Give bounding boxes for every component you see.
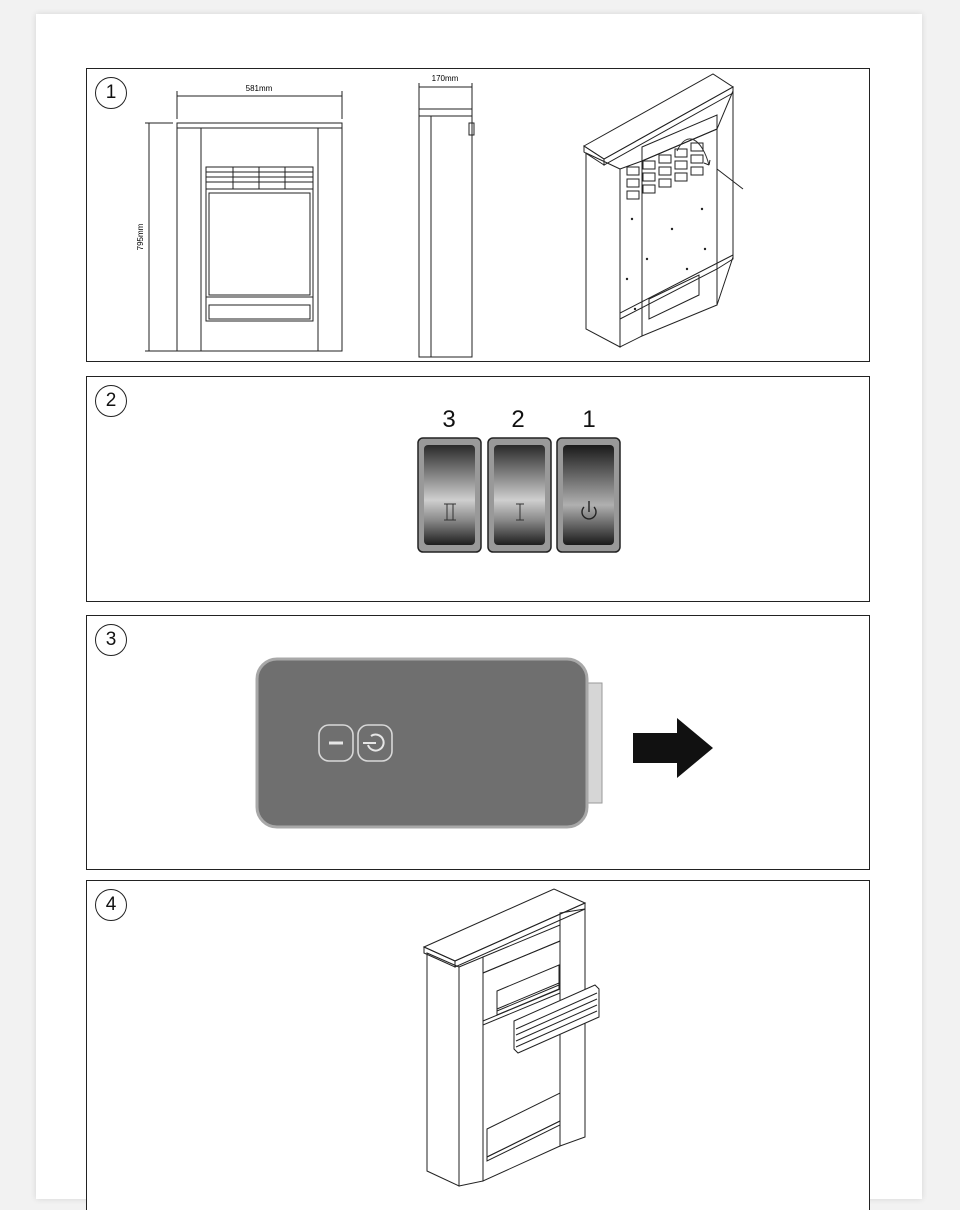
fireplace-grille-fitting-drawing bbox=[422, 888, 600, 1187]
power-icon bbox=[363, 733, 385, 752]
power-icon bbox=[581, 501, 597, 520]
step-3-panel: 3 bbox=[86, 615, 870, 870]
perspective-back-screws bbox=[625, 207, 707, 311]
step-4-panel: 4 bbox=[86, 880, 870, 1210]
remote-control-body bbox=[255, 657, 589, 829]
perspective-back-grille bbox=[626, 142, 704, 200]
minus-button[interactable] bbox=[318, 724, 354, 762]
arrow-right-icon bbox=[633, 718, 713, 778]
switch-2[interactable]: 2 bbox=[487, 406, 552, 553]
perspective-back-drawing bbox=[583, 73, 744, 348]
remote-control-illustration bbox=[255, 657, 713, 829]
fireplace-dimension-drawings: 581mm 170mm 795mm bbox=[136, 73, 744, 358]
switch-2-number: 2 bbox=[511, 406, 524, 433]
control-switches: 3 2 1 bbox=[417, 406, 621, 553]
switch-3-number: 3 bbox=[442, 406, 455, 433]
manual-page: 1 bbox=[36, 14, 922, 1210]
side-view-drawing bbox=[418, 83, 475, 358]
heat-level-two-icon bbox=[444, 503, 456, 521]
power-button[interactable] bbox=[357, 724, 393, 762]
step-1-panel: 1 bbox=[86, 68, 870, 362]
switch-3[interactable]: 3 bbox=[417, 406, 482, 553]
step-number: 4 bbox=[95, 889, 127, 921]
switch-1-number: 1 bbox=[582, 406, 595, 433]
height-dimension-label: 795mm bbox=[136, 223, 145, 250]
width-dimension-label: 581mm bbox=[246, 84, 273, 93]
heat-level-one-icon bbox=[516, 503, 524, 521]
step-number: 3 bbox=[95, 624, 127, 656]
step-2-panel: 2 3 bbox=[86, 376, 870, 602]
step-number: 1 bbox=[95, 77, 127, 109]
switch-1[interactable]: 1 bbox=[556, 406, 621, 553]
front-view-drawing bbox=[145, 91, 343, 352]
grille-panel[interactable] bbox=[513, 984, 600, 1054]
step-number: 2 bbox=[95, 385, 127, 417]
depth-dimension-label: 170mm bbox=[432, 74, 459, 83]
